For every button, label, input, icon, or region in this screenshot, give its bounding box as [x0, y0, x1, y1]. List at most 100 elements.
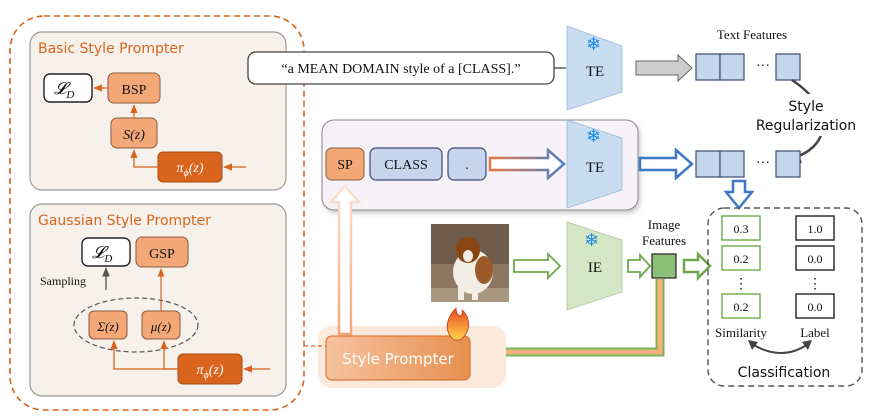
compare-arrow-left	[748, 340, 758, 350]
image-features-line2: Features	[642, 233, 686, 248]
basic-panel-title: Basic Style Prompter	[38, 41, 184, 57]
sampling-label: Sampling	[40, 274, 86, 288]
regularization-label-bg	[748, 94, 866, 136]
dot-token-label: .	[465, 158, 469, 173]
text-feature-cell	[695, 53, 721, 81]
similarity-cell	[721, 293, 761, 319]
snowflake-icon: ❄	[586, 126, 601, 147]
prompt-text: “a MEAN DOMAIN style of a [CLASS].”	[281, 62, 520, 77]
gaussian-panel-title: Gaussian Style Prompter	[38, 213, 211, 229]
down-blue-arrow	[723, 179, 755, 210]
label-value: 0.0	[808, 300, 823, 314]
similarity-value: 0.2	[734, 252, 749, 266]
similarity-value: 0.3	[734, 222, 749, 236]
learned-feature-cell	[719, 150, 745, 178]
sp-token	[325, 147, 365, 181]
sigma-label: Σ(z)	[96, 319, 118, 334]
dog-photo	[431, 224, 509, 302]
mu-label: μ(z)	[150, 319, 171, 334]
similarity-vdots: ⋮	[734, 277, 748, 292]
learned-feature-cell	[695, 150, 721, 178]
dog-leg	[472, 284, 478, 300]
gaussian-params-ellipse	[73, 297, 199, 353]
label-value: 0.0	[808, 252, 823, 266]
left-dashed-container	[9, 15, 305, 411]
similarity-value: 0.2	[734, 300, 749, 314]
text-feature-cell	[719, 53, 745, 81]
label-cell	[795, 293, 835, 319]
blue-arrow	[638, 147, 694, 181]
basic-panel-bg	[29, 31, 287, 191]
compare-arc	[751, 343, 809, 354]
gsp-label: GSP	[149, 247, 175, 262]
style-regularization: Style Regularization	[748, 78, 866, 163]
feedback-arrow-inner	[482, 279, 663, 355]
image-branch: ❄ IE Image Features	[431, 217, 712, 311]
learned-feature-cell	[775, 150, 801, 178]
image-feature-cell	[651, 253, 677, 279]
label-cell	[795, 215, 835, 241]
label-value: 1.0	[808, 222, 823, 236]
regularization-line1: Style	[788, 99, 823, 115]
basic-style-prompter-panel: Basic Style Prompter 𝓛D BSP S(z) πϕ(z)	[29, 31, 287, 191]
classification-title: Classification	[738, 365, 831, 381]
text-feature-cell	[775, 53, 801, 81]
learned-prompt-panel: SP CLASS . ❄ TE	[321, 119, 639, 211]
feature-ellipsis: ···	[756, 156, 770, 171]
text-encoder-top-label: TE	[586, 64, 604, 80]
classification-dashed-box	[707, 207, 863, 387]
label-cell	[795, 245, 835, 271]
style-prompter-box	[325, 335, 471, 381]
snowflake-icon: ❄	[584, 230, 599, 251]
learned-text-features: ···	[695, 150, 801, 178]
text-branch: “a MEAN DOMAIN style of a [CLASS].” ❄ TE…	[247, 25, 801, 111]
style-prompter-block: Style Prompter	[318, 307, 506, 388]
green-arrow-to-feature	[627, 252, 652, 280]
up-arrow-to-sp	[328, 184, 362, 336]
fire-icon	[446, 307, 469, 341]
gray-arrow	[635, 53, 693, 83]
feature-ellipsis: ···	[756, 59, 770, 74]
image-encoder	[566, 221, 623, 311]
green-arrow-to-classifier	[682, 250, 712, 282]
pi-to-sigma-arrow	[110, 340, 178, 370]
green-arrow-to-ie	[513, 251, 562, 281]
compare-arrow-right	[802, 340, 812, 350]
image-encoder-label: IE	[588, 260, 602, 276]
text-features-label: Text Features	[717, 27, 787, 42]
basic-loss-box	[43, 73, 93, 103]
gaussian-panel-bg	[29, 203, 287, 397]
bsp-label: BSP	[122, 83, 147, 98]
dog-muzzle	[463, 250, 473, 262]
photo-floor	[431, 288, 509, 302]
dog-patch	[475, 256, 493, 284]
text-encoder-top	[566, 25, 623, 111]
label-label: Label	[800, 325, 830, 340]
basic-pi-label: πϕ(z)	[177, 161, 204, 179]
gaussian-loss-box	[81, 237, 131, 267]
dot-token	[447, 147, 487, 181]
style-prompter-label: Style Prompter	[342, 350, 454, 368]
similarity-label: Similarity	[715, 325, 768, 340]
gsp-box	[135, 236, 189, 268]
pi-to-mu-arrow	[160, 340, 178, 370]
snowflake-icon: ❄	[586, 34, 601, 55]
similarity-cell	[721, 215, 761, 241]
class-token-label: CLASS	[384, 158, 428, 173]
sigma-box	[88, 310, 128, 340]
sp-token-label: SP	[337, 158, 353, 173]
style-fn-label: S(z)	[123, 128, 145, 143]
label-vdots: ⋮	[808, 277, 822, 292]
image-features-line1: Image	[648, 217, 681, 232]
text-encoder-mid-label: TE	[586, 160, 604, 176]
pi-to-style-fn-arrow	[130, 149, 158, 168]
similarity-cell	[721, 245, 761, 271]
gradient-arrow	[488, 147, 566, 181]
regularization-line2: Regularization	[756, 118, 856, 134]
text-encoder-mid	[566, 119, 623, 209]
class-token	[369, 147, 443, 181]
classification-panel: 0.3 0.2 ⋮ 0.2 1.0 0.0 ⋮ 0.0 Similarity L…	[707, 207, 863, 387]
gaussian-style-prompter-panel: Gaussian Style Prompter 𝓛D GSP Sampling …	[29, 203, 287, 397]
